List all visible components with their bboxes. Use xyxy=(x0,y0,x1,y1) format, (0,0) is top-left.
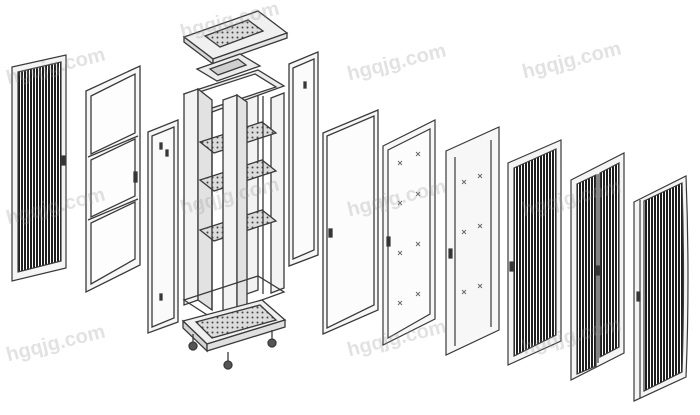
mesh-door-single xyxy=(507,139,562,366)
mesh-door-curved xyxy=(633,175,689,402)
rail-door xyxy=(445,126,500,356)
top-cover xyxy=(182,10,289,82)
mesh-door-double xyxy=(570,152,625,381)
glass-door-three-pane xyxy=(85,64,141,294)
side-panel-left xyxy=(147,119,179,334)
rack-frame-with-shelves xyxy=(182,69,286,320)
cross-pattern-door xyxy=(382,119,436,346)
solid-door xyxy=(322,109,379,335)
perforated-front-door-left xyxy=(11,54,67,282)
side-panel-narrow xyxy=(288,51,319,267)
base-with-casters xyxy=(181,299,287,370)
